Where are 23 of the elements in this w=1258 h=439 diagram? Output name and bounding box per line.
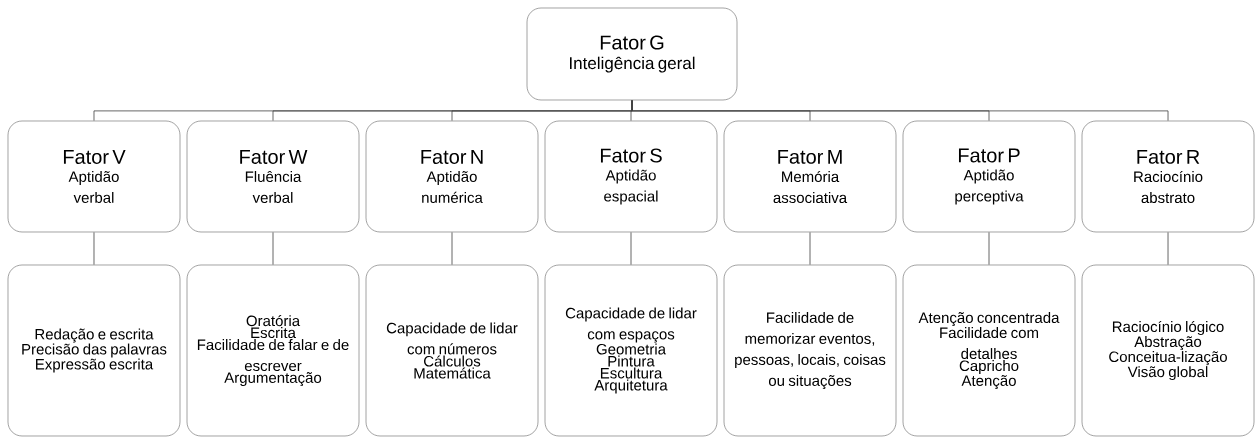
connector-line: [630, 232, 632, 265]
factor-box: Fator V Aptidão verbal: [7, 120, 181, 233]
connector-line: [631, 100, 1169, 121]
connector-line: [1167, 232, 1169, 265]
connector-line: [988, 232, 990, 265]
factor-box: Fator P Aptidão perceptiva: [902, 120, 1076, 233]
factor-box: Fator W Fluência verbal: [186, 120, 360, 233]
factor-box: Fator N Aptidão numérica: [365, 120, 539, 233]
connector-line: [809, 232, 811, 265]
detail-box: Capacidade de lidar com números Cálculos Matemática: [365, 264, 539, 437]
root-box: Fator G Inteligência geral: [526, 7, 738, 101]
factor-box: Fator S Aptidão espacial: [544, 120, 718, 233]
detail-box: Atenção concentrada Facilidade com detalhes Capricho Atenção: [902, 264, 1076, 437]
detail-box: Oratória Escrita Facilidade de falar e de escrever Argumentação: [186, 264, 360, 437]
detail-box: Redação e escrita Precisão das palavras Expressão escrita: [7, 264, 181, 437]
connector-line: [272, 232, 274, 265]
detail-box: Raciocínio lógico Abstração Conceitua-lização Visão global: [1081, 264, 1255, 437]
factor-box: Fator R Raciocínio abstrato: [1081, 120, 1255, 233]
detail-box: Facilidade de memorizar eventos, pessoas, locais, coisas ou situações: [723, 264, 897, 437]
factor-box: Fator M Memória associativa: [723, 120, 897, 233]
connector-line: [93, 232, 95, 265]
detail-box: Capacidade de lidar com espaços Geometria Pintura Escultura Arquitetura: [544, 264, 718, 437]
connector-line: [451, 232, 453, 265]
